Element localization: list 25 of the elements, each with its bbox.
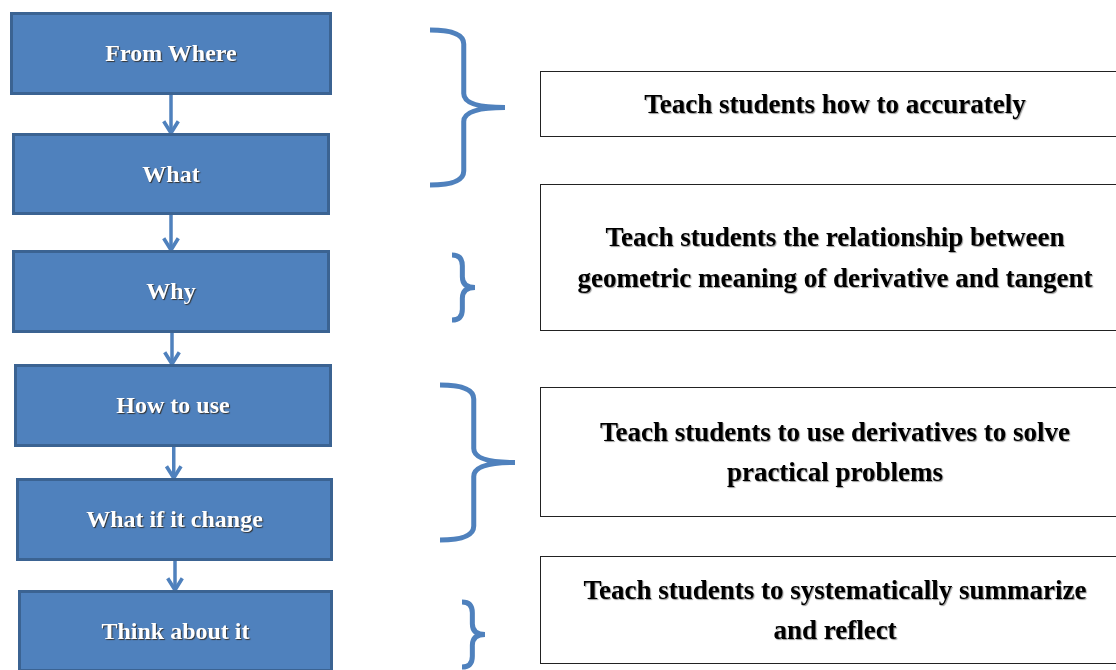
description-box <box>540 387 1116 517</box>
box-text: Think about it <box>101 617 250 645</box>
box-text: What <box>142 160 200 188</box>
box-text: Teach students to use derivatives to solve practical problems <box>599 415 1071 489</box>
box-text: How to use <box>116 392 230 419</box>
description-box <box>540 71 1116 137</box>
process-box <box>10 12 332 95</box>
arrow <box>161 95 181 135</box>
process-box <box>12 250 330 333</box>
description-box <box>540 556 1116 664</box>
process-box <box>12 133 330 215</box>
process-box <box>18 590 333 670</box>
arrow <box>165 561 185 592</box>
box-text: Teach students to systematically summarize and reflect <box>582 573 1088 647</box>
box-text: Teach students the relationship between geometric meaning of derivative and tangent <box>576 221 1094 295</box>
process-box <box>16 478 333 561</box>
description-box <box>540 184 1116 331</box>
process-box <box>14 364 332 447</box>
box-text: From Where <box>105 40 237 67</box>
box-text: Teach students how to accurately <box>644 87 1026 121</box>
box-text: What if it change <box>86 506 263 533</box>
box-text: Why <box>146 278 196 305</box>
arrow <box>162 333 182 366</box>
arrow <box>164 447 183 480</box>
arrow <box>161 215 181 252</box>
